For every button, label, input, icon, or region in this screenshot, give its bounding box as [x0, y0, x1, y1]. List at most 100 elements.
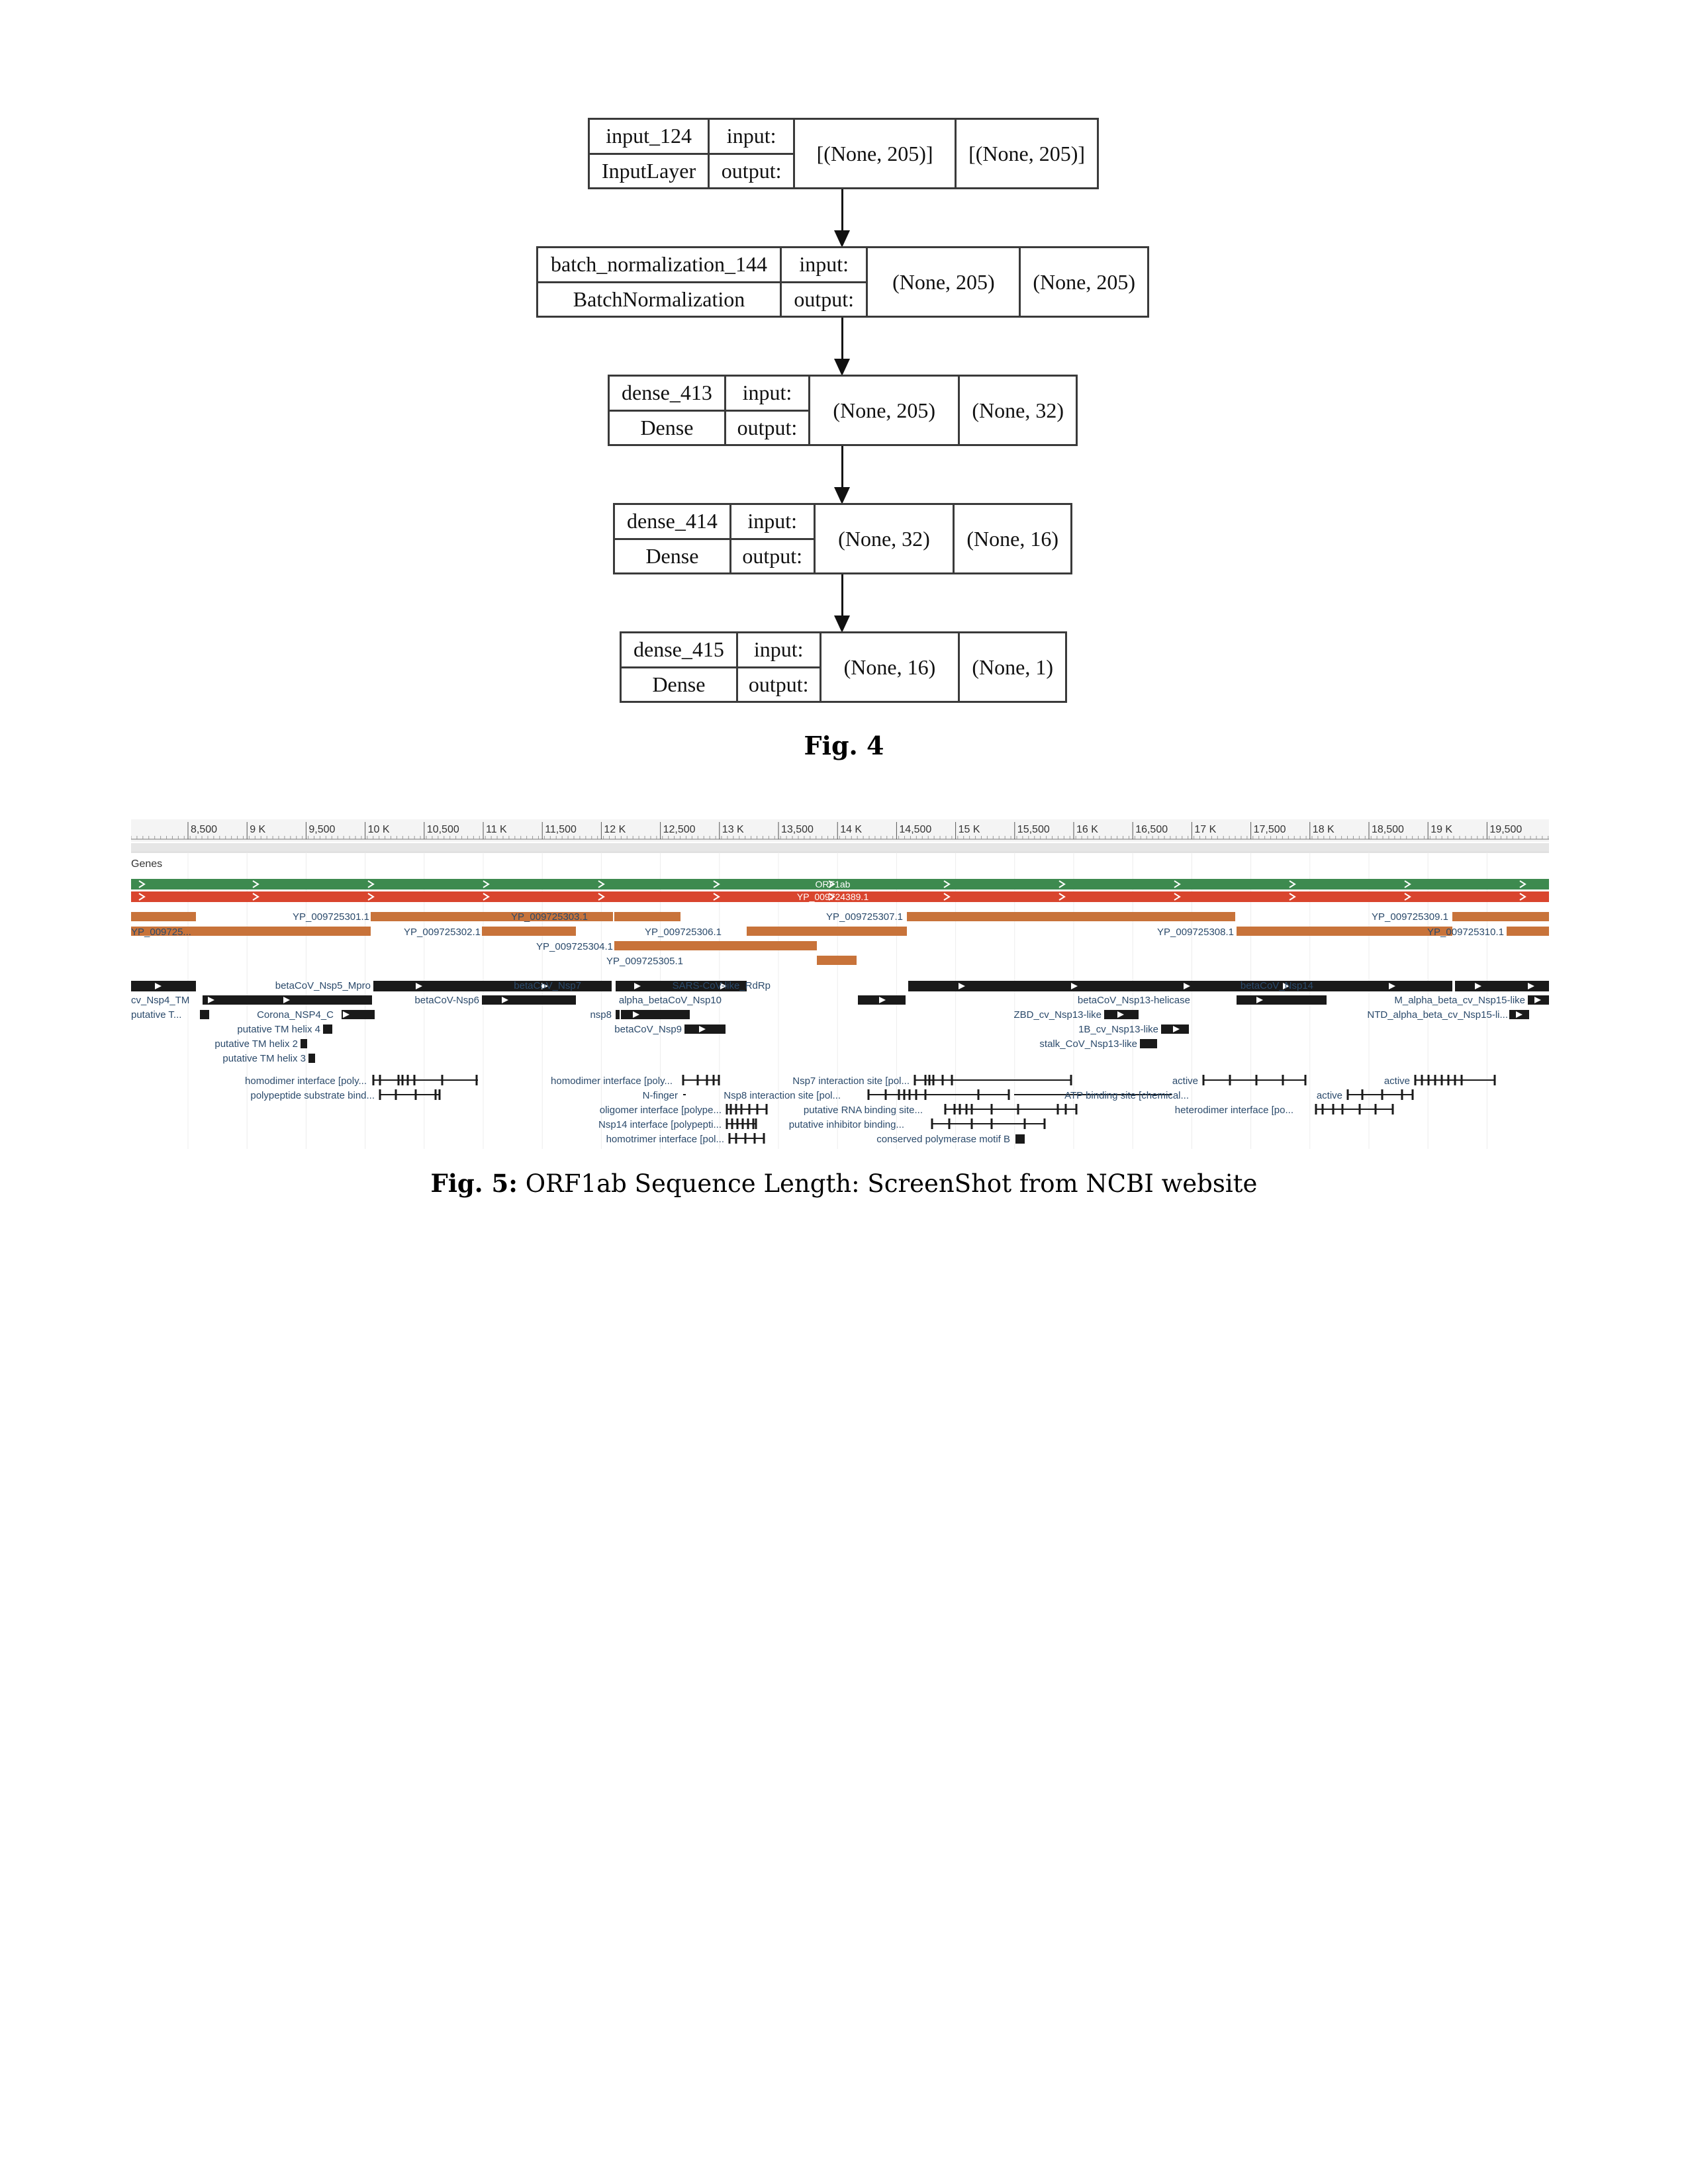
strand-chevron: [138, 893, 146, 901]
domain-label: NTD_alpha_beta_cv_Nsp15-li...: [1367, 1009, 1508, 1021]
domain-chevron: [1256, 997, 1263, 1003]
domain-bar[interactable]: [373, 981, 612, 991]
connector-arrow: [834, 446, 850, 504]
domain-chevron: [633, 1011, 639, 1018]
domain-chevron: [155, 983, 162, 989]
domain-chevron: [1071, 983, 1078, 989]
domain-bar[interactable]: [308, 1054, 315, 1063]
site-label: conserved polymerase motif B: [876, 1134, 1010, 1145]
peptide-bar[interactable]: [1507, 927, 1549, 936]
domain-bar[interactable]: [1140, 1039, 1157, 1048]
domain-chevron: [699, 1026, 706, 1032]
ruler-tick-label: 16,500: [1135, 824, 1168, 835]
domain-chevron: [879, 997, 886, 1003]
layer-name: dense_414: [615, 505, 729, 540]
peptide-bar[interactable]: [907, 912, 1235, 921]
protein-bar-label: YP_009724389.1: [797, 891, 868, 902]
peptide-label: YP_009725308.1: [1157, 927, 1234, 938]
domain-chevron: [634, 983, 641, 989]
peptide-label: YP_009725307.1: [826, 911, 903, 923]
site-features: [373, 1079, 1495, 1139]
peptide-bar[interactable]: [747, 941, 817, 950]
domain-label: Corona_NSP4_C: [257, 1009, 334, 1021]
strand-chevron: [1519, 893, 1526, 901]
output-shape: (None, 16): [966, 526, 1058, 551]
protein-bar[interactable]: [131, 891, 1549, 902]
domain-bar[interactable]: [1455, 981, 1549, 991]
input-label: input:: [737, 633, 820, 668]
domain-bar[interactable]: [1237, 995, 1327, 1005]
layer-node-dense-413: dense_413 Dense input: output: (None, 20…: [608, 375, 1078, 446]
connector-arrow: [834, 318, 850, 376]
mature-peptides: [131, 912, 1549, 965]
figure-4-caption: Fig. 4: [0, 731, 1688, 760]
domain-chevron: [502, 997, 508, 1003]
peptide-label: YP_009725310.1: [1427, 927, 1504, 938]
strand-chevron: [1289, 893, 1296, 901]
domain-chevron: [720, 983, 727, 989]
domain-bar[interactable]: [616, 981, 718, 991]
domain-bar[interactable]: [1237, 981, 1452, 991]
domain-label: stalk_CoV_Nsp13-like: [1039, 1038, 1137, 1050]
strand-chevron: [943, 880, 951, 888]
peptide-bar[interactable]: [1237, 927, 1452, 936]
domain-chevron: [959, 983, 965, 989]
peptide-bar[interactable]: [482, 927, 576, 936]
domain-bar[interactable]: [200, 1010, 209, 1019]
domain-chevron: [1534, 997, 1541, 1003]
domain-chevron: [1184, 983, 1190, 989]
peptide-label: YP_009725304.1: [536, 941, 613, 952]
domain-bar[interactable]: [342, 1010, 375, 1019]
gene-bar-orf1ab[interactable]: [131, 879, 1549, 889]
strand-chevron: [367, 893, 375, 901]
peptide-bar[interactable]: [817, 956, 857, 965]
peptide-bar[interactable]: [131, 912, 196, 921]
peptide-bar[interactable]: [614, 912, 680, 921]
domain-bar[interactable]: [323, 1024, 332, 1034]
domain-chevron: [1475, 983, 1481, 989]
figure-5-caption: Fig. 5: ORF1ab Sequence Length: ScreenSh…: [0, 1169, 1688, 1198]
domain-bar[interactable]: [131, 981, 196, 991]
domain-bar[interactable]: [616, 1010, 620, 1019]
layer-name: dense_415: [622, 633, 736, 668]
site-label: Nsp7 interaction site [pol...: [792, 1075, 910, 1087]
site-label: polypeptide substrate bind...: [250, 1090, 375, 1101]
domain-bar[interactable]: [718, 981, 747, 991]
site-block[interactable]: [1015, 1134, 1025, 1144]
peptide-bar[interactable]: [614, 941, 747, 950]
peptide-bar[interactable]: [131, 927, 197, 936]
domain-label: M_alpha_beta_cv_Nsp15-like: [1394, 995, 1525, 1006]
peptide-bar[interactable]: [1452, 912, 1549, 921]
domain-bar[interactable]: [621, 1010, 690, 1019]
strand-chevron: [367, 880, 375, 888]
domain-label: putative TM helix 4: [237, 1024, 320, 1035]
site-label: putative RNA binding site...: [804, 1105, 923, 1116]
peptide-bar[interactable]: [371, 912, 613, 921]
layer-type: Dense: [652, 672, 706, 696]
peptide-bar[interactable]: [855, 927, 907, 936]
peptide-bar[interactable]: [747, 927, 855, 936]
strand-chevron: [1404, 893, 1411, 901]
strand-chevron: [828, 880, 835, 888]
strand-chevron: [1404, 880, 1411, 888]
peptide-label: YP_009725305.1: [606, 956, 683, 967]
site-label: N-finger: [643, 1090, 678, 1101]
domain-chevron: [1173, 1026, 1180, 1032]
domain-chevron: [283, 997, 290, 1003]
peptide-bar[interactable]: [197, 927, 371, 936]
output-label: output:: [721, 158, 782, 183]
site-label: active: [1317, 1090, 1342, 1101]
strand-chevron: [713, 880, 720, 888]
strand-chevron: [1174, 893, 1181, 901]
domain-chevron: [1528, 983, 1534, 989]
peptide-label: YP_009725301.1: [293, 911, 369, 923]
domain-bar[interactable]: [301, 1039, 307, 1048]
site-label: heterodimer interface [po...: [1175, 1105, 1293, 1116]
ruler-shadow: [131, 843, 1549, 852]
domain-bar[interactable]: [482, 995, 576, 1005]
connector-arrow: [834, 189, 850, 248]
domain-labels: cv_Nsp4_TM putative T... betaCoV_Nsp5_Mp…: [131, 980, 1525, 1064]
layer-node-dense-415: dense_415 Dense input: output: (None, 16…: [620, 631, 1067, 703]
gene-bar-label: ORF1ab: [816, 879, 851, 889]
